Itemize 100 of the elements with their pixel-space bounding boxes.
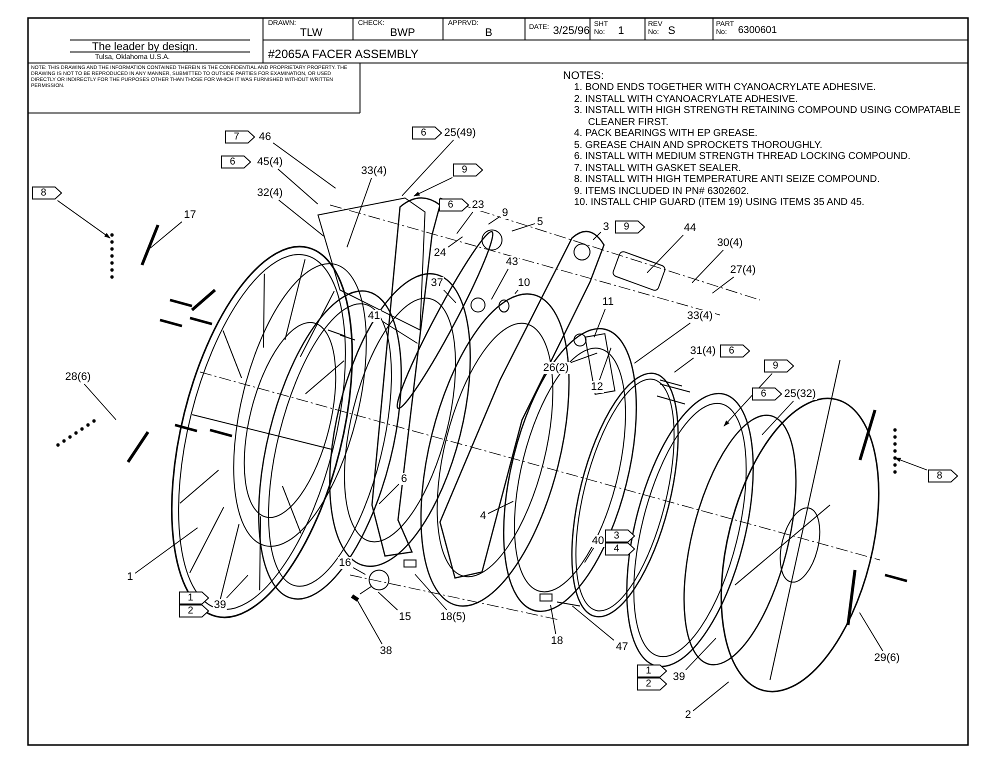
callout-number: 43	[504, 256, 520, 268]
note-flag: 7	[225, 130, 255, 144]
leader-line	[592, 232, 602, 240]
leader-line	[570, 352, 598, 364]
note-flag: 2	[637, 678, 667, 690]
note-text: 4. PACK BEARINGS WITH EP GREASE.	[573, 128, 759, 140]
callout-number: 30(4)	[716, 237, 744, 249]
callout-number: 38	[378, 645, 394, 657]
callout-number: 47	[614, 641, 630, 653]
leader-line	[491, 268, 509, 300]
leader-line	[894, 458, 928, 470]
note-flag: 3	[605, 530, 635, 542]
leader-line	[859, 612, 884, 652]
leader-line	[413, 177, 453, 196]
leader-line	[134, 527, 198, 574]
leader-line	[488, 216, 500, 225]
callout-number: 28(6)	[64, 371, 92, 383]
callout-number: 9	[500, 207, 510, 219]
note-flag: 9	[615, 220, 645, 234]
callout-number: 4	[478, 510, 488, 522]
callout-number: 31(4)	[689, 345, 717, 357]
leader-line	[402, 140, 454, 196]
callout-number: 15	[398, 611, 412, 623]
field-value: 3/25/96	[553, 25, 590, 38]
tagline: The leader by design.	[92, 41, 198, 54]
callout-number: 25(49)	[443, 127, 477, 139]
note-flag: 9	[453, 164, 483, 176]
leader-line	[414, 574, 448, 610]
note-flag: 6	[221, 156, 251, 168]
callout-number: 27(4)	[729, 264, 757, 276]
leader-line	[692, 250, 724, 284]
leader-line	[226, 574, 248, 598]
leader-line	[378, 592, 398, 610]
callout-number: 10	[516, 277, 532, 289]
leader-line	[448, 236, 464, 248]
callout-number: 40	[590, 535, 606, 547]
drawing-title: #2065A FACER ASSEMBLY	[268, 47, 419, 61]
callout-number: 39	[212, 599, 228, 611]
note-flag: 1	[637, 664, 667, 678]
leader-line	[84, 384, 116, 420]
note-text: 9. ITEMS INCLUDED IN PN# 6302602.	[573, 186, 750, 197]
field-value: S	[668, 25, 676, 38]
callout-number: 41	[366, 310, 382, 322]
leader-line	[352, 567, 366, 575]
leader-line	[272, 142, 336, 189]
callout-number: 25(32)	[783, 388, 817, 400]
leader-line	[511, 223, 536, 232]
field-value: 6300601	[738, 25, 777, 36]
leader-line	[594, 308, 606, 338]
callout-number: 24	[432, 247, 448, 259]
callout-number: 3	[602, 221, 610, 233]
callout-number: 37	[430, 277, 444, 289]
leader-line	[443, 290, 456, 304]
note-flag: 8	[928, 470, 958, 482]
leader-line	[550, 604, 556, 634]
leader-line	[357, 600, 382, 644]
note-flag: 8	[32, 186, 62, 200]
callout-number: 46	[258, 131, 272, 143]
note-flag: 4	[605, 542, 635, 556]
callout-number: 23	[470, 199, 486, 211]
leader-line	[692, 681, 730, 712]
field-value: 1	[618, 25, 624, 38]
callout-number: 26(2)	[542, 362, 570, 374]
note-flag: 6	[720, 344, 750, 358]
leader-line	[456, 212, 474, 234]
callout-number: 29(6)	[873, 652, 901, 664]
note-text: 6. INSTALL WITH MEDIUM STRENGTH THREAD LOCKING COMPOUND.	[573, 151, 912, 162]
callout-number: 18(5)	[439, 611, 467, 623]
leader-line	[514, 290, 519, 294]
callout-number: 16	[338, 557, 352, 569]
callout-number: 12	[590, 381, 604, 393]
leader-line	[346, 178, 372, 248]
note-flag: 6	[439, 198, 469, 212]
field-value: B	[485, 27, 492, 40]
leader-line	[57, 200, 111, 238]
note-flag: 6	[412, 126, 442, 140]
leader-line	[762, 400, 794, 436]
note-text: 3. INSTALL WITH HIGH STRENGTH RETAINING COMPOUND USING COMPATABLE CLEANER FIRST.	[573, 105, 962, 128]
callout-number: 33(4)	[686, 310, 714, 322]
note-text: 8. INSTALL WITH HIGH TEMPERATURE ANTI SEIZE COMPOUND.	[573, 174, 881, 186]
note-text: 7. INSTALL WITH GASKET SEALER.	[573, 162, 742, 174]
callout-number: 44	[682, 222, 698, 234]
callout-number: 11	[601, 296, 615, 308]
callout-number: 39	[672, 671, 686, 683]
leader-line	[278, 200, 324, 237]
callout-number: 6	[400, 473, 408, 485]
callout-number: 1	[126, 571, 134, 583]
callout-number: 32(4)	[256, 187, 284, 199]
callout-number: 17	[182, 209, 198, 221]
leader-line	[488, 500, 514, 514]
callout-number: 45(4)	[256, 156, 284, 168]
note-text: 5. GREASE CHAIN AND SPROCKETS THOROUGHLY.	[573, 140, 824, 151]
leader-line	[278, 168, 318, 204]
field-value: TLW	[300, 27, 322, 40]
note-flag: 1	[179, 592, 209, 604]
field-value: BWP	[390, 27, 416, 40]
leader-line	[150, 221, 182, 249]
callout-number: 18	[550, 635, 564, 647]
note-flag: 6	[752, 388, 782, 400]
callout-number: 2	[684, 709, 692, 721]
